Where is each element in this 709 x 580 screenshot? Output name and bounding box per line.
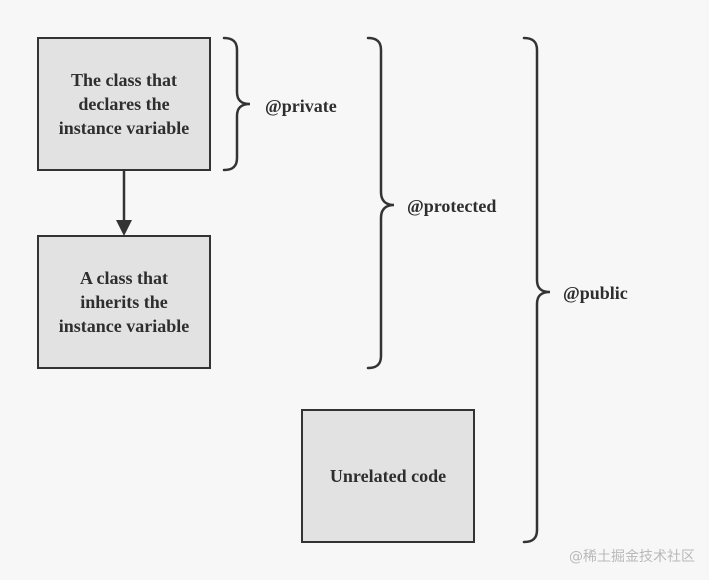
declaring-class-box: The class that declares the instance var… (37, 37, 211, 171)
inheritance-arrow (116, 171, 132, 236)
declaring-class-text: The class that declares the instance var… (58, 70, 190, 138)
protected-brace (366, 36, 395, 370)
private-brace (222, 36, 251, 172)
public-brace (522, 36, 551, 544)
public-label: @public (563, 283, 628, 303)
protected-label: @protected (407, 196, 497, 216)
inheriting-class-box: A class that inherits the instance varia… (37, 235, 211, 369)
watermark: @稀土掘金技术社区 (569, 549, 695, 565)
private-label: @private (265, 96, 337, 116)
inheriting-class-text: A class that inherits the instance varia… (58, 268, 190, 336)
unrelated-code-box: Unrelated code (301, 409, 475, 543)
unrelated-code-text: Unrelated code (329, 466, 447, 486)
